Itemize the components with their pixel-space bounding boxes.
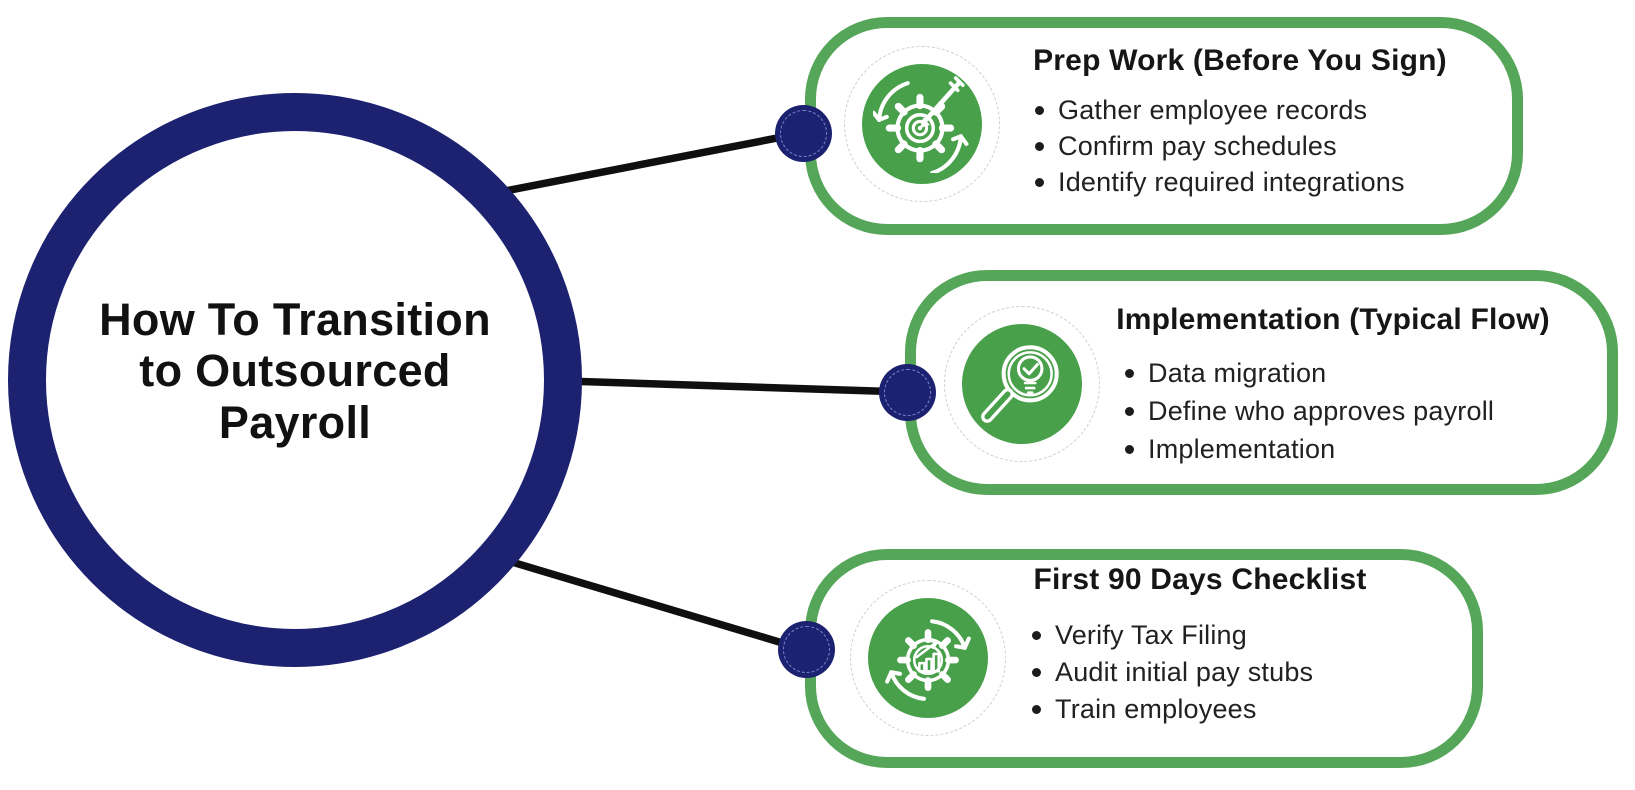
bullet-item: Define who approves payroll <box>1125 392 1494 430</box>
bullet-item: Confirm pay schedules <box>1035 128 1405 164</box>
bullet-text: Verify Tax Filing <box>1055 620 1247 650</box>
bullet-item: Identify required integrations <box>1035 164 1405 200</box>
bullet-text: Audit initial pay stubs <box>1055 657 1314 687</box>
central-topic-circle: How To Transition to Outsourced Payroll <box>8 93 582 667</box>
bullet-text: Gather employee records <box>1058 94 1368 125</box>
icon-medallion <box>944 306 1100 462</box>
bullet-item: Gather employee records <box>1035 92 1405 128</box>
connector-line-middle <box>561 377 911 396</box>
bullet-text: Implementation <box>1148 433 1336 464</box>
bullet-text: Data migration <box>1148 357 1327 388</box>
title-line-2: to Outsourced <box>139 345 451 397</box>
bullet-item: Data migration <box>1125 354 1494 392</box>
magnifier-lightbulb-icon <box>981 345 1059 423</box>
bullet-item: Train employees <box>1032 691 1313 728</box>
bullet-list: Verify Tax Filing Audit initial pay stub… <box>1027 617 1313 728</box>
connector-line-bottom <box>501 556 810 654</box>
bullet-list: Gather employee records Confirm pay sche… <box>1030 92 1405 200</box>
bullet-dot <box>1035 177 1044 187</box>
bullet-dot <box>1032 631 1041 640</box>
title-line-1: How To Transition <box>99 294 491 346</box>
bullet-dot <box>1125 368 1134 378</box>
icon-circle <box>962 324 1082 444</box>
bullet-list: Data migration Define who approves payro… <box>1120 354 1494 468</box>
connector-dot-bottom <box>778 621 835 678</box>
bullet-dot <box>1032 668 1041 677</box>
bullet-dot <box>1032 705 1041 714</box>
card-title: First 90 Days Checklist <box>1033 563 1367 596</box>
bullet-item: Audit initial pay stubs <box>1032 654 1313 691</box>
connector-line-top <box>496 129 807 196</box>
bullet-text: Define who approves payroll <box>1148 395 1495 426</box>
gear-growth-chart-icon <box>885 619 971 701</box>
icon-circle <box>862 64 982 184</box>
icon-medallion <box>850 580 1006 736</box>
icon-medallion <box>844 46 1000 202</box>
card-implementation: Implementation (Typical Flow) Data migra… <box>905 270 1618 495</box>
bullet-text: Train employees <box>1055 694 1257 724</box>
bullet-dot <box>1035 105 1044 115</box>
icon-circle <box>868 598 988 718</box>
title-line-3: Payroll <box>218 396 372 448</box>
bullet-dot <box>1125 444 1134 454</box>
card-prep-work: Prep Work (Before You Sign) Gather emplo… <box>805 17 1523 235</box>
card-title: Prep Work (Before You Sign) <box>1033 44 1447 77</box>
card-title: Implementation (Typical Flow) <box>1116 303 1550 336</box>
bullet-dot <box>1125 406 1134 416</box>
card-first-90-days: First 90 Days Checklist Verify Tax Filin… <box>805 549 1483 768</box>
bullet-item: Implementation <box>1125 430 1494 468</box>
connector-dot-top <box>775 105 832 162</box>
bullet-item: Verify Tax Filing <box>1032 617 1313 654</box>
central-topic-title: How To Transition to Outsourced Payroll <box>99 294 491 466</box>
bullet-text: Confirm pay schedules <box>1058 130 1337 161</box>
bullet-dot <box>1035 141 1044 151</box>
target-gear-arrow-icon <box>873 76 969 173</box>
connector-dot-middle <box>879 364 936 421</box>
bullet-text: Identify required integrations <box>1058 166 1405 197</box>
